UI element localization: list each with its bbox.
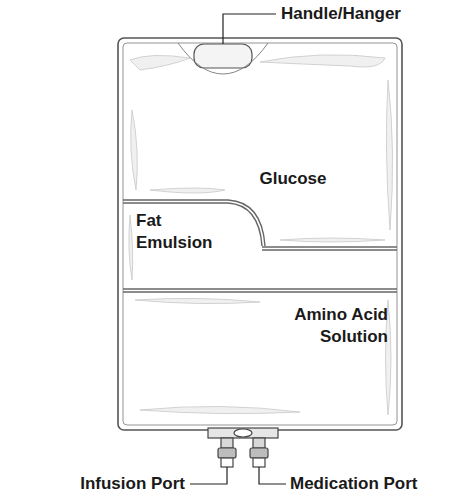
handle-seal xyxy=(178,43,268,74)
chamber-label: Fat Emulsion xyxy=(136,210,234,254)
chamber-label: Glucose xyxy=(238,168,348,190)
lipid-chamber: Fat Emulsion xyxy=(136,210,234,254)
infusion-port-label: Infusion Port xyxy=(78,474,187,494)
bag-seal xyxy=(123,43,397,425)
handle-label: Handle/Hanger xyxy=(279,4,403,24)
handle-slot xyxy=(194,44,252,68)
bag-outline xyxy=(118,38,402,430)
chamber-seams xyxy=(123,200,397,292)
amino-acid-chamber: Amino Acid Solution xyxy=(258,304,388,348)
port-assembly xyxy=(208,428,278,467)
medication-port-label: Medication Port xyxy=(288,474,420,494)
glucose-chamber: Glucose xyxy=(238,168,348,190)
chamber-label: Amino Acid Solution xyxy=(258,304,388,348)
